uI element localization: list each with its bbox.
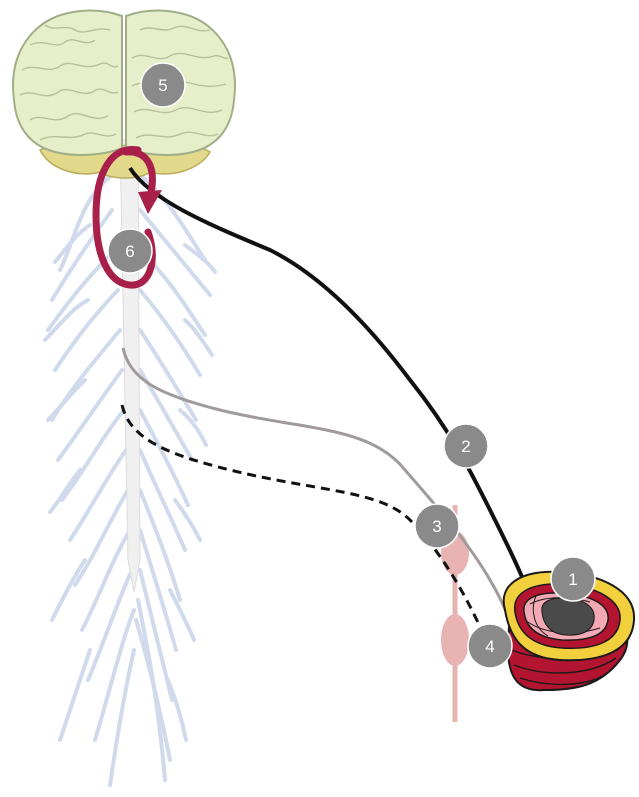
marker-4: 4 [468, 624, 512, 668]
efferent-pathway [130, 168, 528, 592]
marker-6-label: 6 [125, 242, 134, 261]
marker-3-label: 3 [432, 517, 441, 536]
marker-4-label: 4 [485, 637, 494, 656]
marker-3: 3 [415, 504, 459, 548]
marker-1: 1 [551, 557, 595, 601]
marker-1-label: 1 [568, 570, 577, 589]
marker-2-label: 2 [461, 437, 470, 456]
marker-6: 6 [108, 229, 152, 273]
marker-5: 5 [141, 63, 185, 107]
brain [13, 11, 235, 155]
ganglion-lower [441, 614, 469, 666]
marker-5-label: 5 [158, 76, 167, 95]
marker-2: 2 [444, 424, 488, 468]
